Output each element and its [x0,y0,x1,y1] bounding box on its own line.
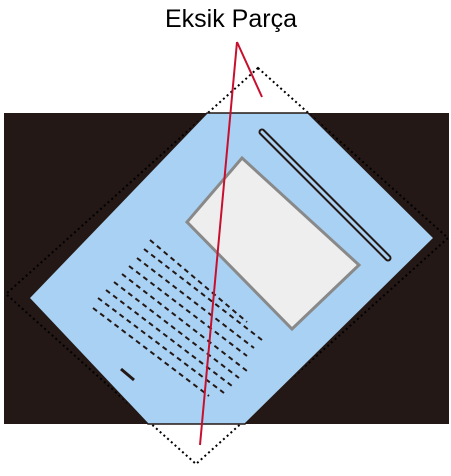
page-number-mark [120,367,135,382]
image-placeholder-icon [184,155,362,332]
page-header-bar [258,128,392,262]
callout-lines [199,41,263,446]
page-full-outline [4,66,450,466]
callout-label: Eksik Parça [165,5,297,33]
text-lines-icon [92,239,263,397]
